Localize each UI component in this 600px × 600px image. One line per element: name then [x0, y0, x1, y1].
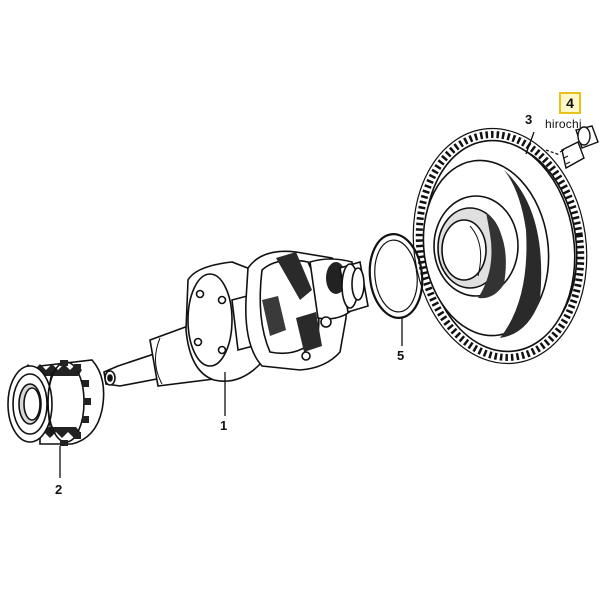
- leader-4: [545, 149, 561, 156]
- callout-4-highlight: 4: [559, 92, 581, 114]
- callout-5: 5: [397, 348, 404, 363]
- leader-3: [525, 131, 535, 155]
- callout-1: 1: [220, 418, 227, 433]
- timing-sprocket: [7, 359, 105, 446]
- callout-4: 4: [566, 95, 574, 111]
- bolt: [559, 125, 599, 170]
- watermark-text: hirochi: [545, 117, 582, 131]
- callout-3: 3: [525, 112, 532, 127]
- flywheel: [412, 127, 588, 365]
- callout-2: 2: [55, 482, 62, 497]
- crankshaft: [103, 250, 369, 387]
- leader-lines: [59, 131, 561, 478]
